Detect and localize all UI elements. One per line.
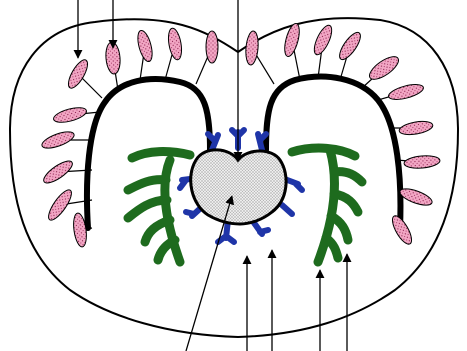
pink-lobule (206, 31, 218, 63)
right-green-branch (292, 148, 362, 262)
pink-lobule (387, 82, 425, 103)
pink-lobule (398, 119, 434, 137)
pink-lobule (311, 23, 335, 57)
pink-lobule (52, 105, 88, 125)
pink-lobule (65, 57, 91, 91)
pink-lobule (366, 53, 402, 84)
pink-lobule (166, 27, 183, 61)
pink-lobule (45, 187, 75, 223)
pink-lobule (40, 129, 76, 152)
pink-lobule (41, 157, 76, 186)
bottom-arrow-diagonal (186, 196, 232, 351)
bottom-pointer-arrows (186, 196, 347, 351)
central-mass (191, 150, 286, 224)
pink-lobule (404, 154, 441, 169)
left-green-branch (128, 152, 190, 262)
pink-lobule (336, 29, 364, 62)
pink-lobule (135, 29, 155, 63)
pink-lobule (245, 31, 260, 66)
